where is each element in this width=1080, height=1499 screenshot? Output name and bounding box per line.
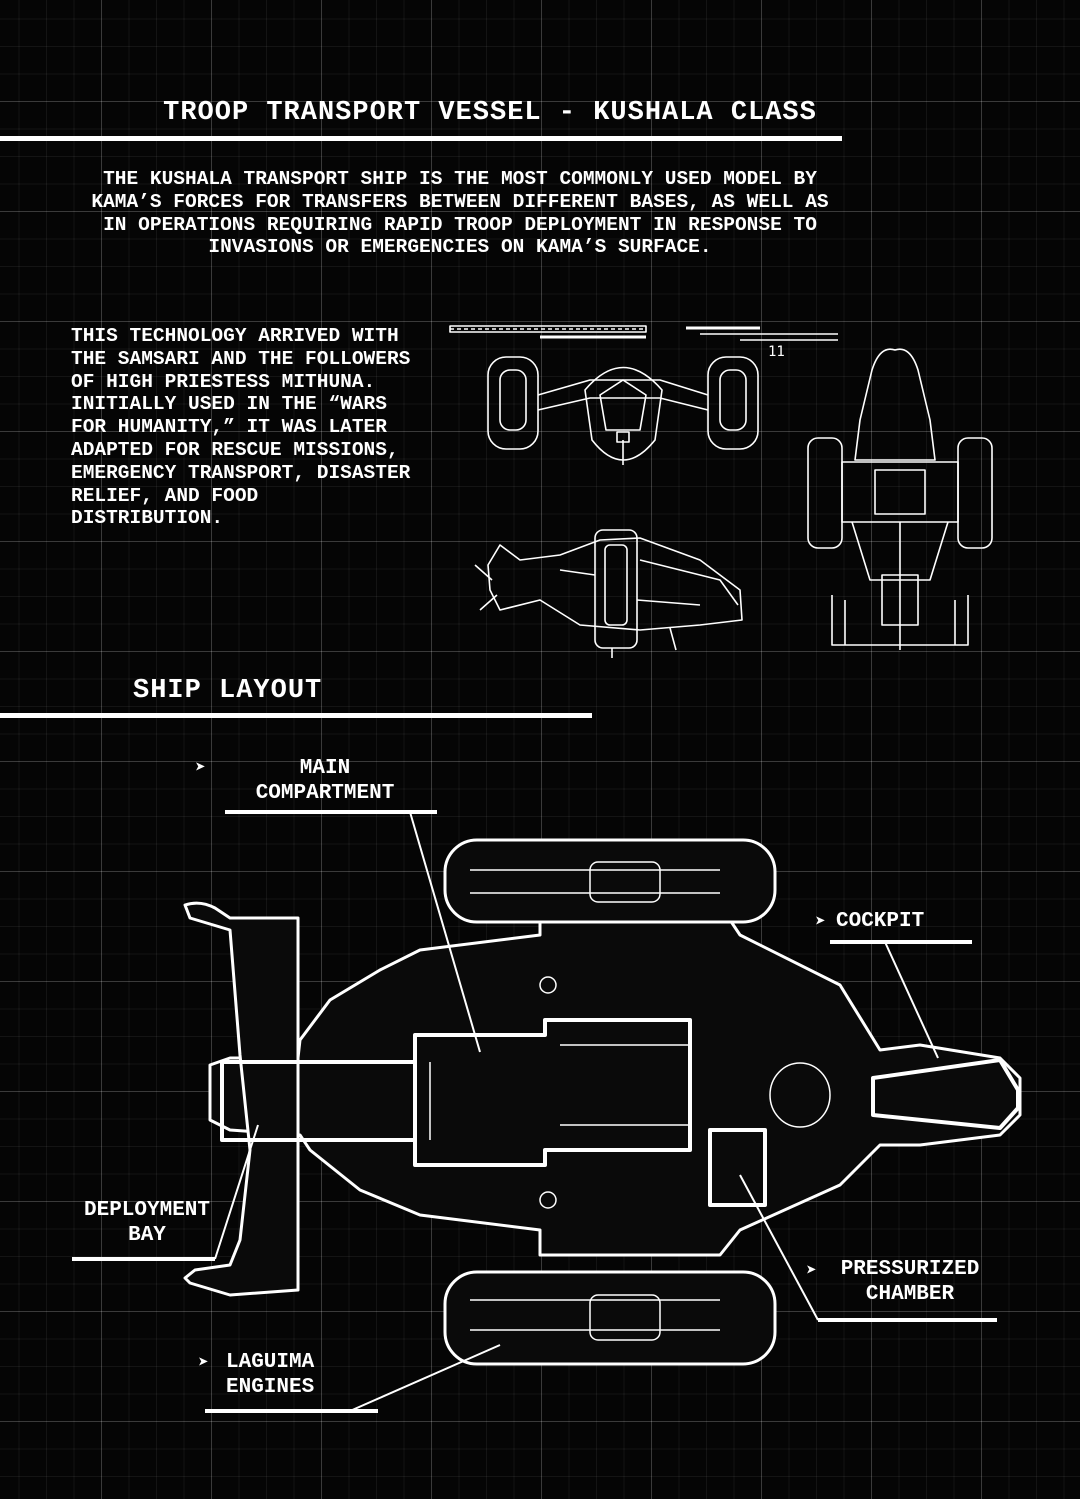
label-pressurized-chamber: PRESSURIZED CHAMBER	[840, 1258, 980, 1306]
deployment-bay-leader	[214, 1124, 259, 1260]
scale-mark-label: 11	[768, 344, 785, 360]
main-compartment-leader	[409, 811, 481, 1053]
cockpit-arrow-icon: ➤	[815, 913, 826, 933]
front-view-ship	[487, 356, 759, 465]
scale-bar-right	[686, 326, 838, 341]
label-deployment-bay: DEPLOYMENT BAY	[83, 1199, 211, 1247]
scale-bar-left	[449, 325, 647, 339]
cockpit-leader	[884, 941, 939, 1059]
intro-paragraph: THE KUSHALA TRANSPORT SHIP IS THE MOST C…	[91, 168, 829, 259]
laguima-engines-leader	[349, 1344, 501, 1412]
laguima-engines-arrow-icon: ➤	[198, 1354, 209, 1374]
label-main-compartment: MAIN COMPARTMENT	[255, 757, 395, 805]
pressurized-chamber-arrow-icon: ➤	[806, 1262, 817, 1282]
pressurized-chamber-section	[708, 1128, 767, 1207]
history-paragraph: THIS TECHNOLOGY ARRIVED WITH THE SAMSARI…	[71, 325, 411, 530]
upper-engine-pod	[443, 838, 777, 924]
main-compartment-arrow-icon: ➤	[195, 759, 206, 779]
title-underline	[0, 136, 842, 141]
lower-engine-pod	[443, 1270, 777, 1366]
side-view-ship	[474, 529, 743, 658]
label-laguima-engines: LAGUIMA ENGINES	[226, 1351, 315, 1399]
top-view-ship	[807, 348, 993, 650]
cockpit-section	[871, 1058, 1020, 1130]
pressurized-chamber-leader	[739, 1174, 819, 1321]
page-title: TROOP TRANSPORT VESSEL - KUSHALA CLASS	[163, 98, 817, 128]
section-title-ship-layout: SHIP LAYOUT	[133, 676, 323, 706]
hull-outline	[208, 903, 1022, 1257]
label-cockpit: COCKPIT	[836, 910, 925, 933]
section-underline	[0, 713, 592, 718]
main-compartment-section	[413, 1018, 692, 1167]
